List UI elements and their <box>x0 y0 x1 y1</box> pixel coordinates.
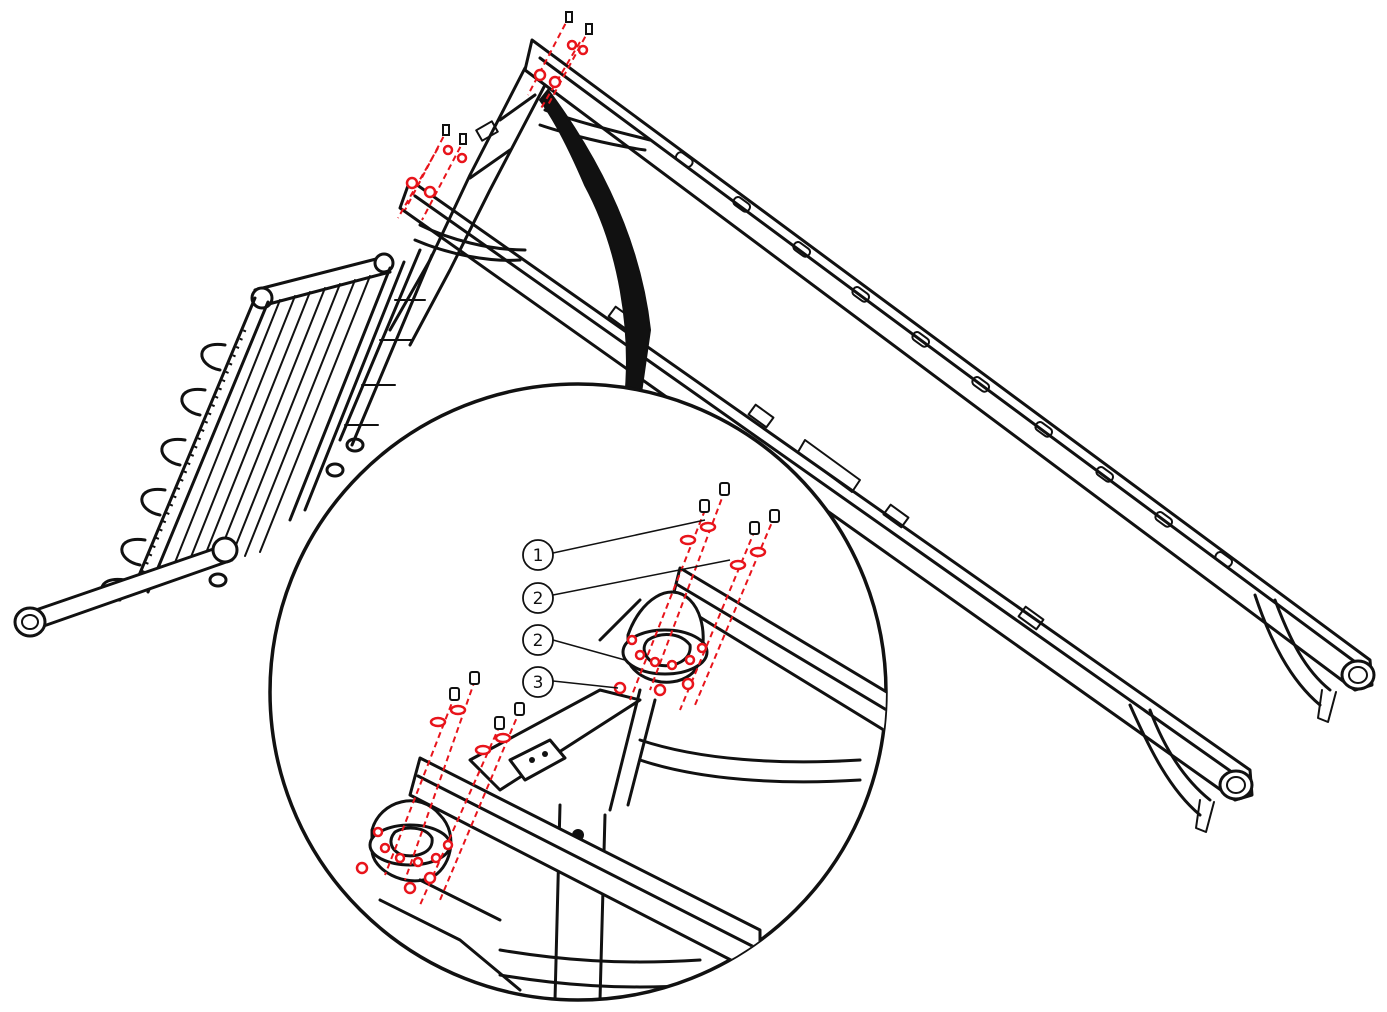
callout-1-label: 1 <box>533 546 544 566</box>
callout-2b: 2 <box>522 624 626 661</box>
upper-rail <box>523 38 1376 723</box>
step-ladder <box>13 248 434 638</box>
callout-3: 3 <box>522 666 619 698</box>
lower-rail <box>398 178 1254 833</box>
detail-hardware <box>355 482 780 906</box>
top-hardware <box>397 11 593 221</box>
strap <box>538 88 652 401</box>
detail-view: 1 2 2 3 <box>268 382 888 1002</box>
main-frame <box>13 11 1376 833</box>
rail-slots-upper <box>674 151 1234 568</box>
callout-2b-label: 2 <box>533 631 544 651</box>
callout-2a-label: 2 <box>533 589 544 609</box>
callout-3-label: 3 <box>533 673 544 693</box>
callout-2a: 2 <box>522 559 731 614</box>
callout-1: 1 <box>522 519 706 571</box>
